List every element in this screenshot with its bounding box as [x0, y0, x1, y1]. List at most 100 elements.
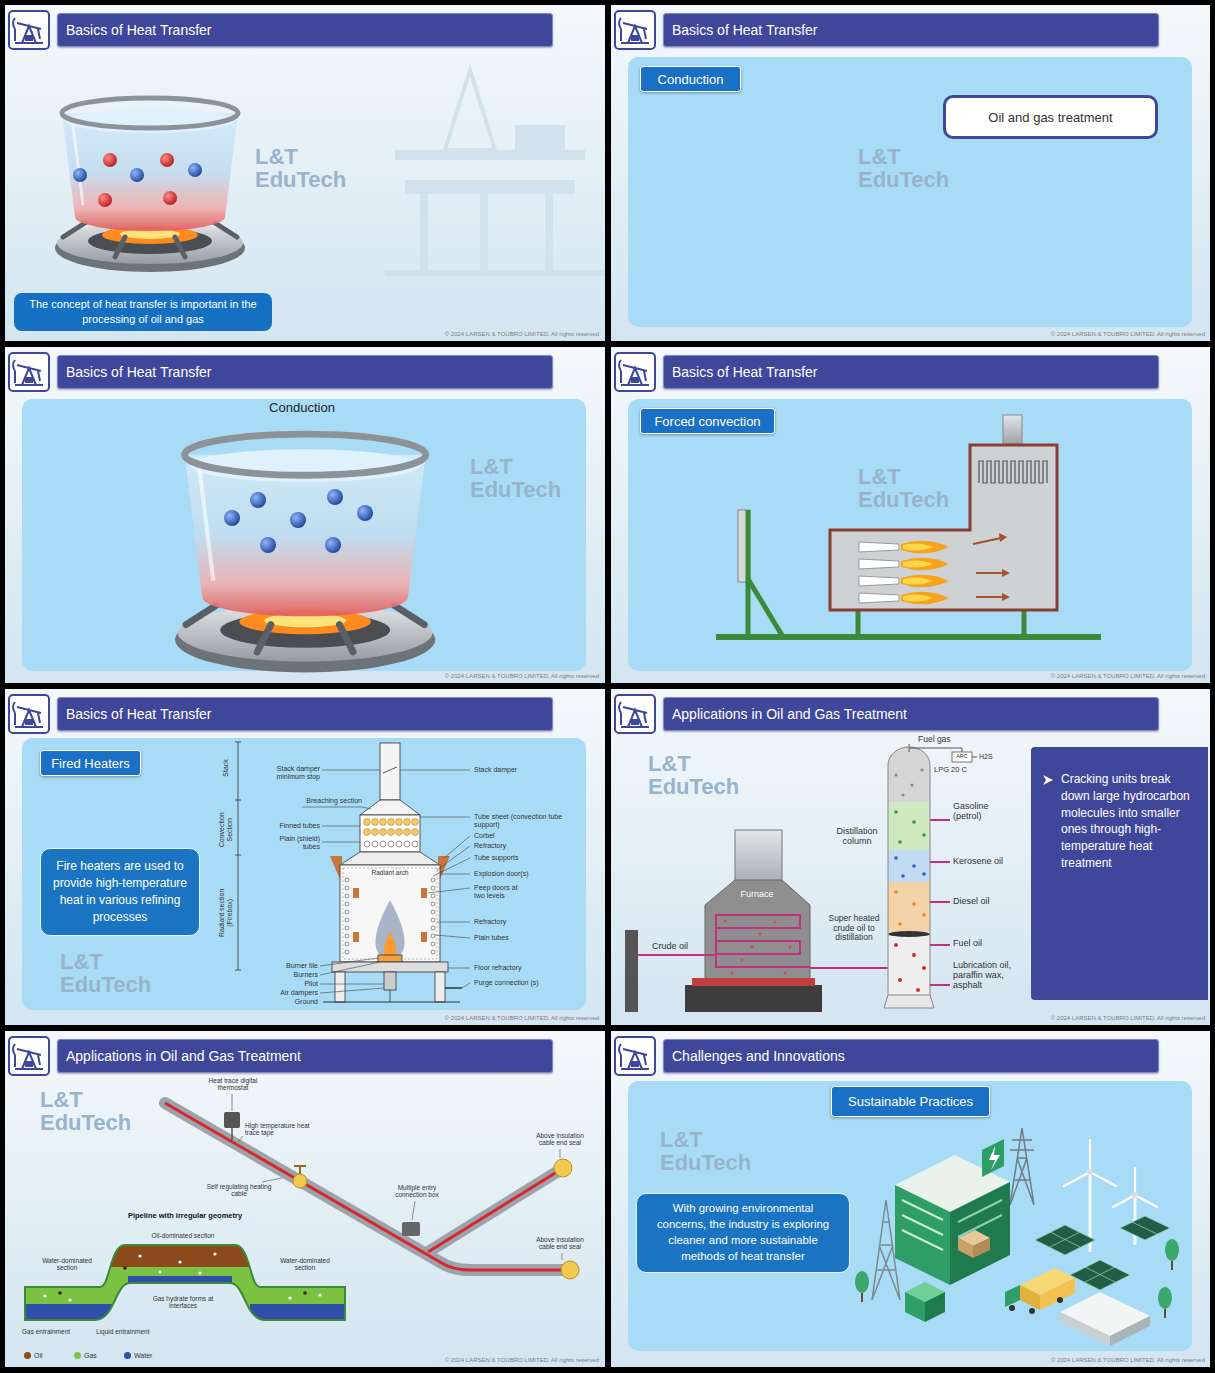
- fired-heater-drawing: [345, 926, 349, 930]
- heat-trace-pipeline: [20, 1240, 350, 1325]
- fired-heater-drawing: [412, 829, 419, 836]
- text-group: Sustainable Practices: [838, 1094, 983, 1109]
- note-box: The concept of heat transfer is importan…: [14, 293, 272, 331]
- part-label: Above insulation cable end seal: [528, 1236, 592, 1251]
- node-text: Basics of Heat Transfer: [66, 706, 544, 722]
- legend-item: Oil: [24, 1352, 43, 1359]
- fired-heater-drawing: [431, 902, 435, 906]
- fired-heater-drawing: [448, 968, 470, 969]
- watermark: L&T EduTech: [858, 145, 958, 191]
- fired-heater-drawing: [431, 934, 435, 938]
- heat-trace-pipeline: [224, 1112, 240, 1128]
- node-text: Basics of Heat Transfer: [672, 22, 1150, 38]
- note-box: With growing environmental concerns, the…: [636, 1193, 850, 1273]
- fired-heater-drawing: [343, 868, 437, 959]
- distillation-drawing: [901, 874, 905, 878]
- distillation-drawing: [912, 864, 916, 868]
- node-text: Basics of Heat Transfer: [66, 364, 544, 380]
- convection-heater: [903, 543, 933, 601]
- heat-trace-pipeline: [198, 1271, 201, 1274]
- sustainability-illustration: [1035, 1225, 1095, 1255]
- topic-tab: Sustainable Practices: [831, 1086, 990, 1117]
- text-group: Basics of Heat Transfer: [66, 364, 544, 380]
- slide-title-bar: Challenges and Innovations: [663, 1039, 1159, 1073]
- convection-heater: [859, 542, 899, 603]
- text-group: Basics of Heat Transfer: [66, 706, 544, 722]
- convection-heater: [1003, 415, 1022, 447]
- distillation-drawing: [751, 946, 754, 949]
- convection-heater: [748, 510, 783, 637]
- distillation-drawing: [898, 840, 902, 844]
- distillation-drawing: [901, 793, 904, 796]
- heat-trace-pipeline: [561, 1261, 579, 1279]
- fired-heater-drawing: [332, 962, 448, 972]
- distillation-drawing: [894, 943, 926, 992]
- distillation-drawing: [888, 747, 930, 1000]
- convection-heater: [903, 594, 933, 601]
- content-panel: [628, 1081, 1192, 1351]
- fired-heater-drawing: [375, 900, 404, 955]
- heat-trace-pipeline: [294, 1166, 306, 1174]
- heat-trace-pipeline: [58, 1266, 307, 1295]
- fired-heater-drawing: [320, 988, 384, 993]
- distillation-drawing: [910, 783, 913, 786]
- heat-trace-pipeline: [303, 1291, 307, 1295]
- part-label: LPG 20 C: [934, 766, 984, 774]
- sustainability-illustration: [1158, 1287, 1172, 1309]
- bullet-panel: Cracking units break down large hydrocar…: [1031, 747, 1208, 1000]
- convection-heater: [976, 596, 1003, 598]
- node-text: Basics of Heat Transfer: [672, 364, 1150, 380]
- node-text: Applications in Oil and Gas Treatment: [66, 1048, 544, 1064]
- fired-heater-drawing: [360, 800, 420, 815]
- part-label: High temperature heat trace tape: [245, 1122, 311, 1137]
- fired-heater-drawing: [383, 767, 397, 773]
- distillation-drawing: [922, 966, 926, 970]
- sustainability-illustration: [905, 1292, 925, 1322]
- copyright-note: © 2024 LARSEN & TOUBRO LIMITED. All righ…: [385, 1015, 599, 1022]
- distillation-drawing: [894, 810, 926, 844]
- pot-illustration: [73, 168, 87, 182]
- copyright-note: © 2024 LARSEN & TOUBRO LIMITED. All righ…: [991, 1357, 1205, 1364]
- fired-heater-drawing: [380, 819, 387, 826]
- distillation-drawing: [912, 820, 916, 824]
- distillation-drawing: [774, 921, 777, 924]
- content-panel: [22, 738, 586, 1010]
- part-label: Ground: [258, 998, 318, 1006]
- topic-tab: Conduction: [640, 66, 741, 92]
- slide-background: [5, 5, 605, 341]
- fired-heater-drawing: [364, 829, 371, 836]
- distillation-drawing: [920, 768, 923, 771]
- text-group: Conduction: [647, 72, 734, 87]
- convection-heater: [859, 542, 899, 552]
- fired-heater-drawing: [421, 932, 427, 942]
- pot-illustration: [55, 98, 245, 272]
- heat-trace-pipeline: [232, 1094, 233, 1111]
- convection-heater: [903, 543, 933, 550]
- distillation-drawing: [909, 744, 962, 752]
- fired-heater-drawing: [335, 972, 345, 1002]
- legend-item: Gas: [74, 1352, 97, 1359]
- node-text: Applications in Oil and Gas Treatment: [672, 706, 1150, 722]
- fired-heater-drawing: [372, 841, 378, 847]
- part-label: Diesel oil: [953, 896, 1028, 906]
- heat-trace-pipeline: [402, 1222, 420, 1236]
- heat-trace-pipeline: [158, 1270, 161, 1273]
- distillation-drawing: [724, 920, 792, 975]
- part-label: Gasoline (petrol): [953, 801, 1013, 821]
- slide-background: [5, 347, 605, 683]
- distillation-drawing: [922, 872, 926, 876]
- part-label: Explosion door(s): [474, 870, 574, 878]
- pot-illustration: [103, 153, 117, 167]
- part-label: Burner tile: [258, 962, 318, 970]
- node-text: Basics of Heat Transfer: [66, 22, 544, 38]
- section-heading: Conduction: [262, 401, 342, 416]
- part-label: Crude oil: [652, 941, 702, 951]
- distillation-drawing: [741, 959, 744, 962]
- fired-heater-drawing: [345, 902, 349, 906]
- convection-heater: [859, 559, 899, 569]
- heat-trace-pipeline: [68, 1298, 71, 1301]
- fired-heater-drawing: [345, 878, 435, 954]
- fired-heater-drawing: [435, 935, 470, 938]
- sustainability-illustration: [1040, 1278, 1075, 1310]
- fired-heater-drawing: [302, 807, 371, 809]
